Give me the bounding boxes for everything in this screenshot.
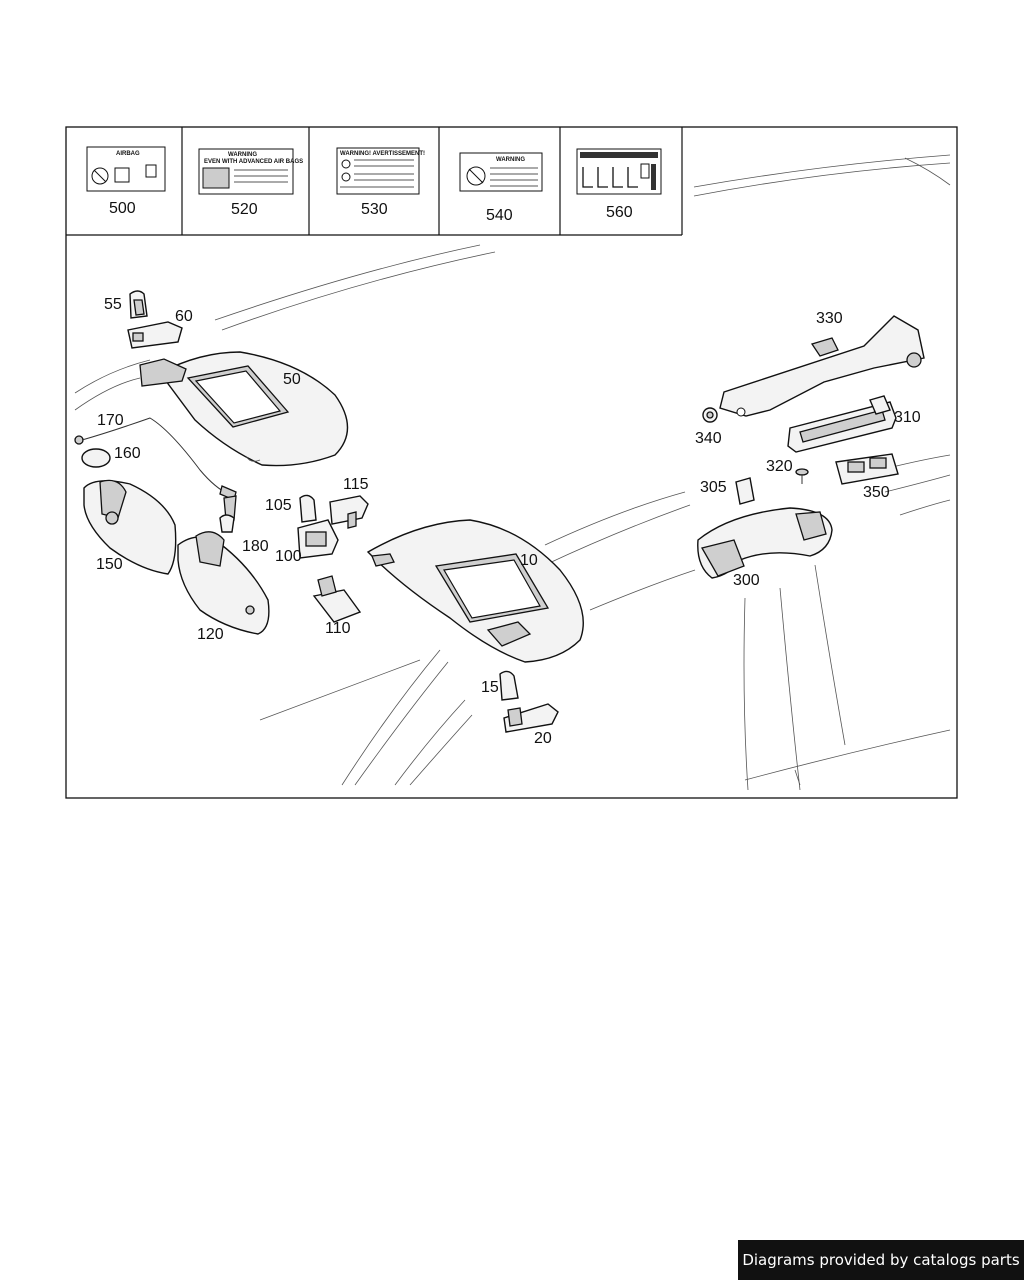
part-115-bracket[interactable]: [329, 495, 369, 529]
part-60-bracket[interactable]: [127, 321, 183, 349]
part-340-clip[interactable]: [702, 407, 718, 423]
advanced-airbags-text: EVEN WITH ADVANCED AIR BAGS: [204, 159, 303, 165]
part-150-rearview-mirror[interactable]: [83, 479, 177, 575]
callout-20: 20: [534, 730, 552, 747]
part-320-screw[interactable]: [795, 468, 809, 484]
callout-55: 55: [104, 296, 122, 313]
callout-100: 100: [275, 548, 302, 565]
callout-120: 120: [197, 626, 224, 643]
callout-180: 180: [242, 538, 269, 555]
airbag-label-text: AIRBAG: [116, 151, 140, 157]
callout-15: 15: [481, 679, 499, 696]
part-20-bracket[interactable]: [503, 703, 559, 733]
part-15-clip[interactable]: [499, 670, 519, 701]
part-330-roof-bracket[interactable]: [719, 315, 925, 417]
credit-banner: Diagrams provided by catalogs parts: [738, 1240, 1024, 1280]
callout-350: 350: [863, 484, 890, 501]
part-180-mount[interactable]: [219, 495, 237, 533]
part-300-overhead-console[interactable]: [697, 507, 833, 579]
callout-320: 320: [766, 458, 793, 475]
part-55-clip[interactable]: [129, 290, 148, 319]
callout-560: 560: [606, 204, 633, 221]
part-160-cap[interactable]: [81, 448, 111, 468]
callout-115: 115: [343, 476, 369, 493]
callout-50: 50: [283, 371, 301, 388]
warning-label-text: WARNING: [228, 152, 257, 158]
callout-150: 150: [96, 556, 123, 573]
warning-label-530[interactable]: WARNING! AVERTISSEMENT! 530: [336, 147, 425, 218]
callout-520: 520: [231, 201, 258, 218]
callout-110: 110: [325, 620, 351, 637]
part-120-mirror-cover[interactable]: [177, 531, 270, 635]
part-50-sun-visor-left[interactable]: [139, 351, 349, 467]
callout-340: 340: [695, 430, 722, 447]
callout-10: 10: [520, 552, 538, 569]
part-105-clip[interactable]: [299, 494, 317, 523]
callout-500: 500: [109, 200, 136, 217]
part-10-sun-visor-right[interactable]: [366, 519, 584, 663]
part-100-holder[interactable]: [297, 519, 339, 559]
label-strip: [66, 127, 683, 236]
avertissement-text: WARNING! AVERTISSEMENT!: [340, 151, 425, 157]
callout-300: 300: [733, 572, 760, 589]
part-305-clip[interactable]: [735, 477, 755, 505]
callout-540: 540: [486, 207, 513, 224]
warning-label-540-text: WARNING: [496, 157, 525, 163]
callout-305: 305: [700, 479, 727, 496]
callout-170: 170: [97, 412, 124, 429]
callout-330: 330: [816, 310, 843, 327]
callout-530: 530: [361, 201, 388, 218]
part-310-console-frame[interactable]: [787, 395, 897, 453]
warning-label-560[interactable]: 560: [576, 148, 662, 221]
warning-label-540[interactable]: WARNING 540: [459, 152, 543, 224]
callout-160: 160: [114, 445, 141, 462]
callout-105: 105: [265, 497, 292, 514]
part-110-cover[interactable]: [312, 575, 362, 623]
diagram-frame: [65, 126, 958, 799]
callout-60: 60: [175, 308, 193, 325]
warning-label-520[interactable]: WARNING EVEN WITH ADVANCED AIR BAGS 520: [198, 148, 303, 218]
callout-310: 310: [894, 409, 921, 426]
roof-contour-lines: [74, 154, 951, 791]
part-350-module[interactable]: [835, 453, 899, 485]
warning-label-500[interactable]: AIRBAG 500: [86, 146, 166, 217]
